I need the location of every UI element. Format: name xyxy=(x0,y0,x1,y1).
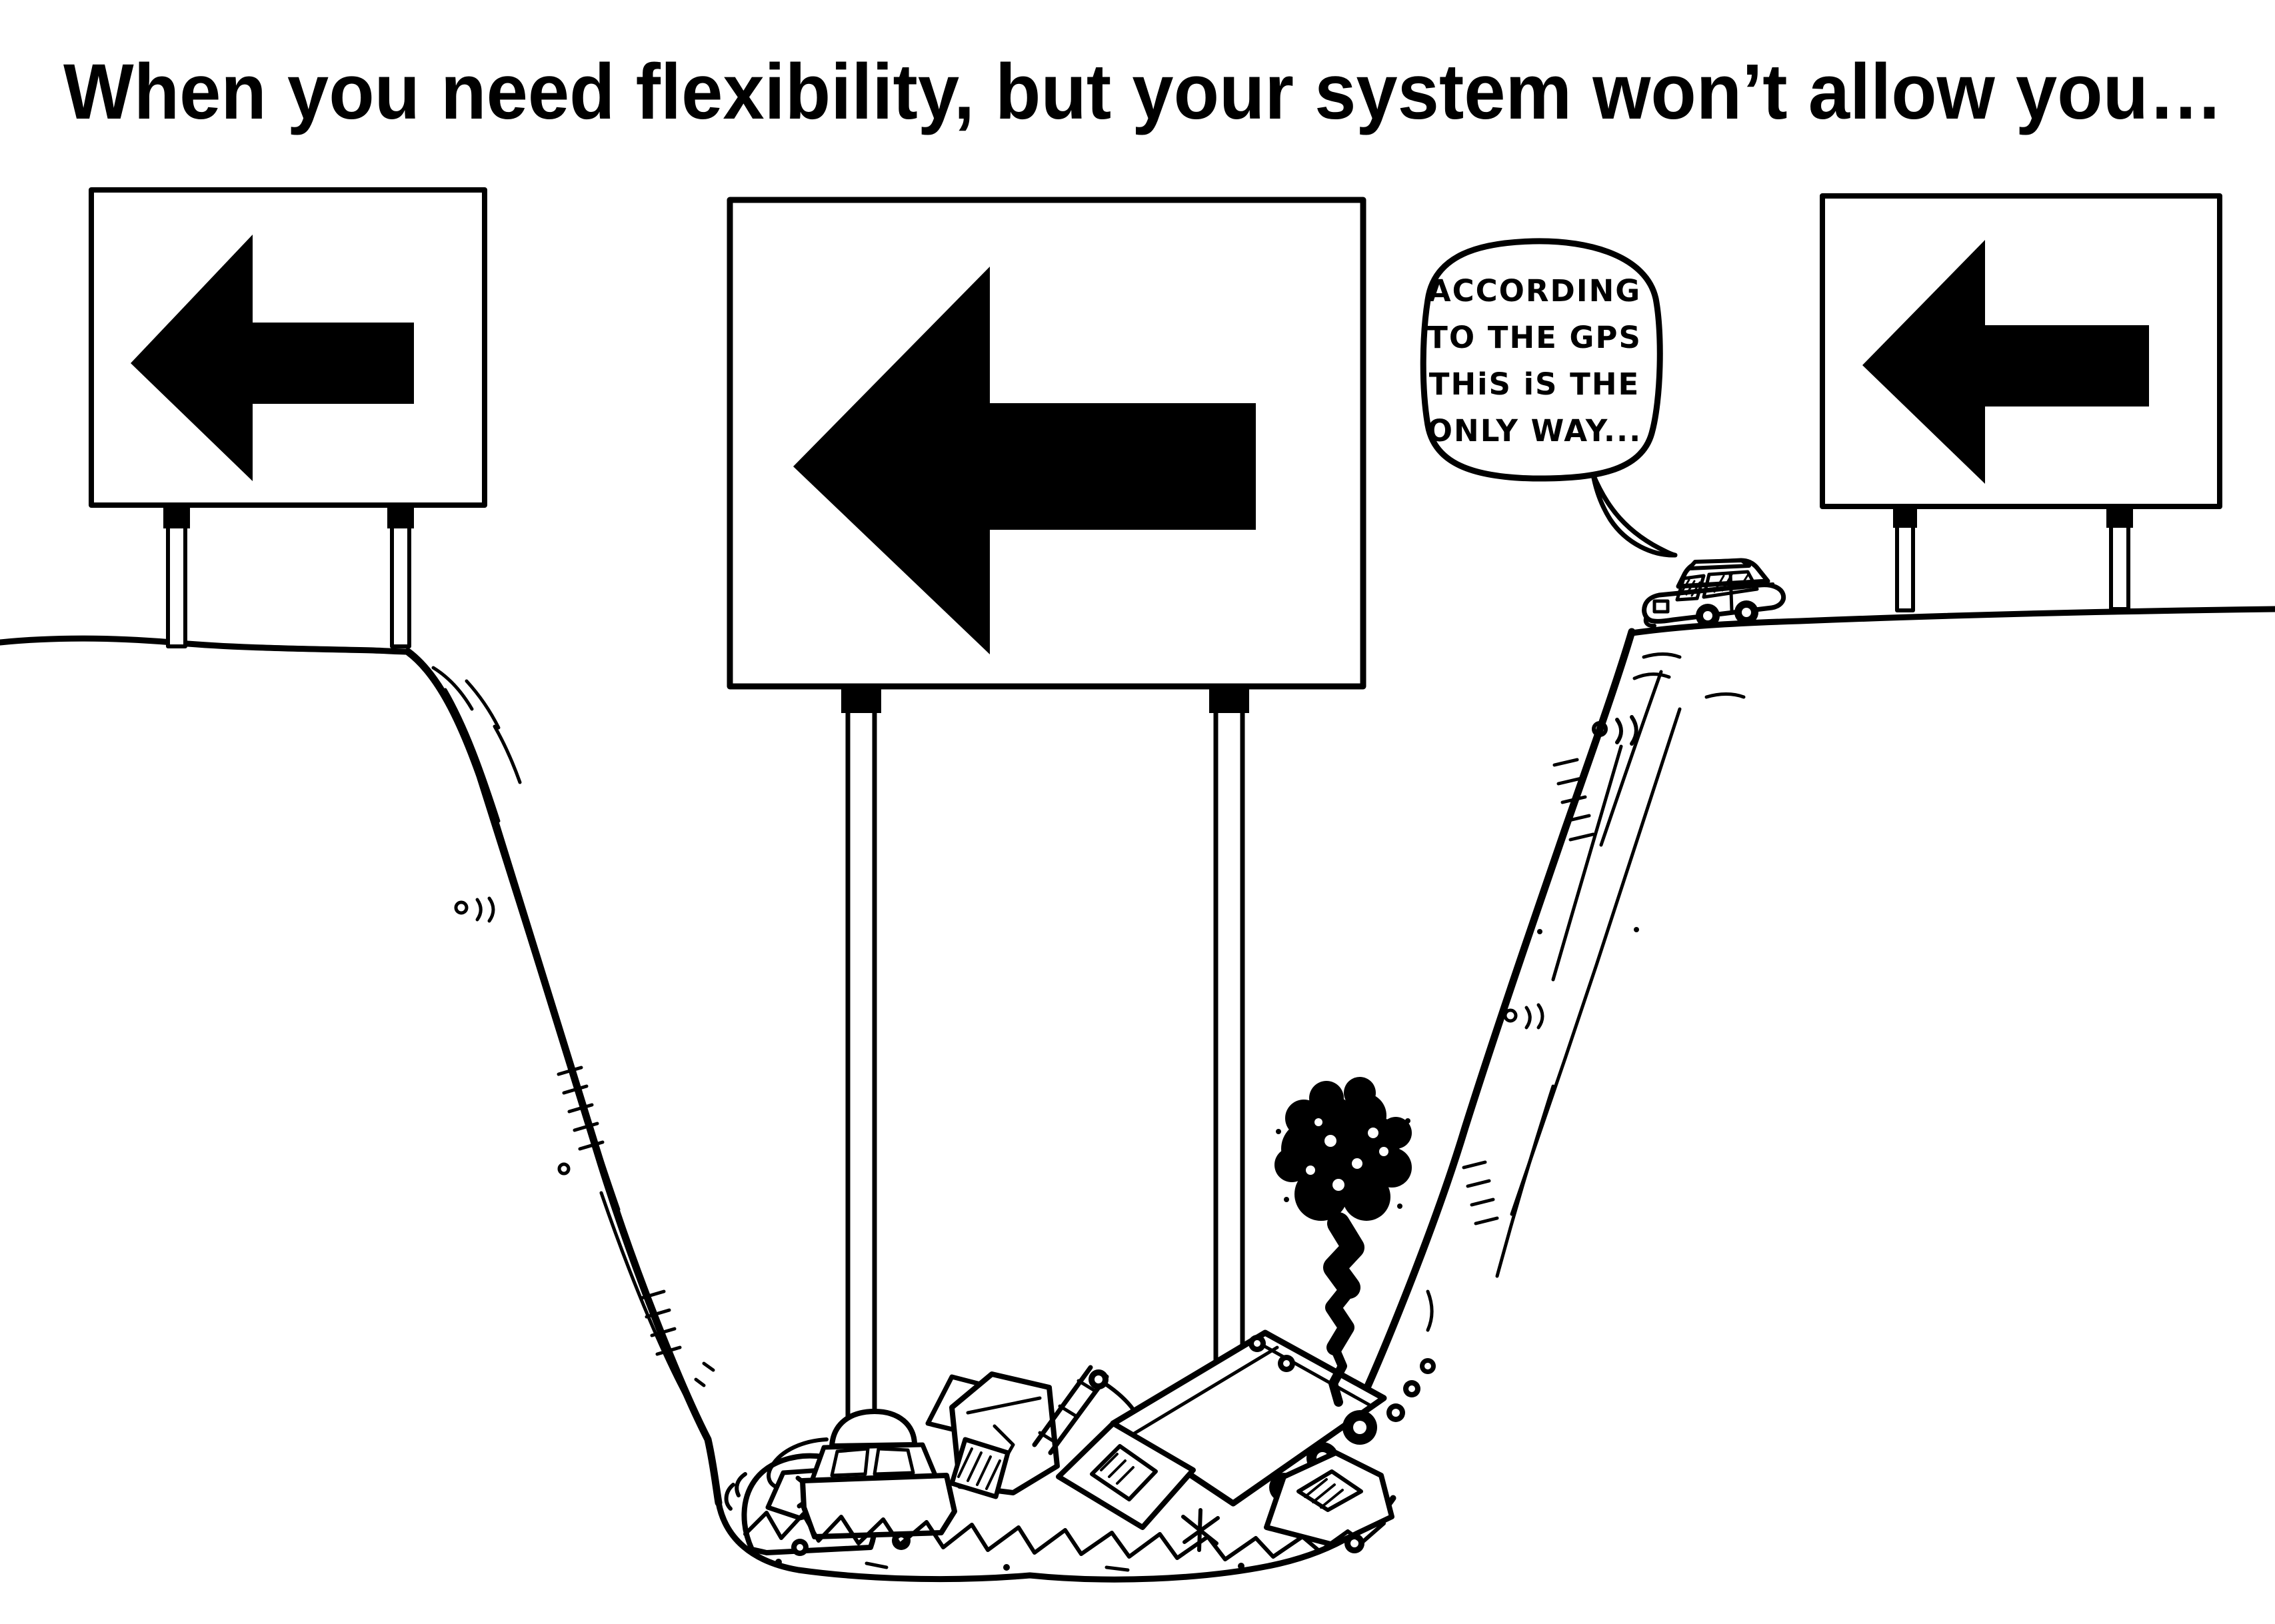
smoke-cloud xyxy=(1274,1077,1412,1221)
bubble-shape xyxy=(1420,238,1663,482)
ground-left xyxy=(0,635,411,655)
pit-wall-left xyxy=(404,648,723,1507)
wall-crease xyxy=(443,688,501,823)
wall-crease xyxy=(477,776,563,1042)
bubble-tail xyxy=(1590,472,1678,558)
cliff-edge-left xyxy=(404,648,723,1507)
sign-left-post-left xyxy=(166,504,187,648)
cliff-edge-right xyxy=(1349,628,1636,1422)
car-crease xyxy=(1672,582,1774,594)
sign-center-post-left xyxy=(845,685,877,1435)
smoke-tail xyxy=(1328,1343,1347,1407)
bubble-line-1: ACCORDING xyxy=(1428,273,1641,309)
sign-left-bracket xyxy=(163,504,190,528)
car-pillar xyxy=(1728,571,1734,612)
wrecked-car-4 xyxy=(1264,1358,1436,1553)
sign-center xyxy=(727,197,1366,1435)
rim-stroke xyxy=(1642,652,1682,659)
left-arrow-icon xyxy=(1862,240,2149,484)
wall-crease xyxy=(1551,744,1623,982)
car-roof xyxy=(1687,558,1751,570)
smoke-tail xyxy=(1325,1279,1357,1355)
wall-hatching xyxy=(1462,758,1595,1225)
wrecked-car-2 xyxy=(767,1409,957,1550)
sign-center-bracket xyxy=(1209,685,1249,713)
smoke-tail xyxy=(1323,1212,1364,1299)
hood-hatching xyxy=(957,1447,1001,1490)
page-title: When you need flexibility, but your syst… xyxy=(63,48,2223,136)
gps-car xyxy=(1642,558,1786,628)
pebble-marks xyxy=(1503,715,1639,1030)
sign-center-post-right xyxy=(1213,685,1245,1375)
wall-crease xyxy=(1599,670,1663,847)
sign-left-bracket xyxy=(387,504,414,528)
bubble-line-4: ONLY WAY... xyxy=(1427,413,1642,448)
window-hatching xyxy=(1100,1453,1135,1485)
pit-wall-right xyxy=(1349,628,1746,1422)
rim-stroke xyxy=(431,666,474,711)
ground-right xyxy=(1628,606,2275,636)
pebble-marks xyxy=(454,896,715,1387)
bent-antenna xyxy=(767,1437,829,1488)
window-hatching xyxy=(1304,1478,1344,1509)
sign-left xyxy=(89,187,487,648)
debris-spring xyxy=(735,1472,747,1497)
rim-stroke xyxy=(1632,672,1671,680)
left-arrow-icon xyxy=(793,267,1256,654)
wall-crease xyxy=(1495,1084,1555,1278)
wall-crease xyxy=(539,966,621,1212)
smoke-plume xyxy=(1274,1077,1412,1407)
speech-bubble: ACCORDING TO THE GPS THiS iS THE ONLY WA… xyxy=(1420,238,1678,558)
wall-hatching xyxy=(557,1066,682,1356)
bubble-line-2: TO THE GPS xyxy=(1427,320,1642,355)
sign-center-bracket xyxy=(841,685,881,713)
sign-right xyxy=(1820,193,2222,612)
wrecked-car-3 xyxy=(925,1371,1060,1499)
rim-stroke xyxy=(465,679,501,730)
wreck-pile xyxy=(715,1329,1436,1583)
bubble-line-3: THiS iS THE xyxy=(1429,367,1640,402)
wall-crease xyxy=(1426,1289,1434,1332)
rim-stroke xyxy=(1704,692,1746,699)
left-arrow-icon xyxy=(131,235,414,481)
debris-spring xyxy=(724,1483,735,1511)
car-grill xyxy=(1652,599,1670,614)
rim-stroke xyxy=(493,724,522,784)
car-bumper xyxy=(1643,615,1656,628)
debris xyxy=(743,1511,1386,1572)
pile-silhouette xyxy=(715,1495,1396,1583)
